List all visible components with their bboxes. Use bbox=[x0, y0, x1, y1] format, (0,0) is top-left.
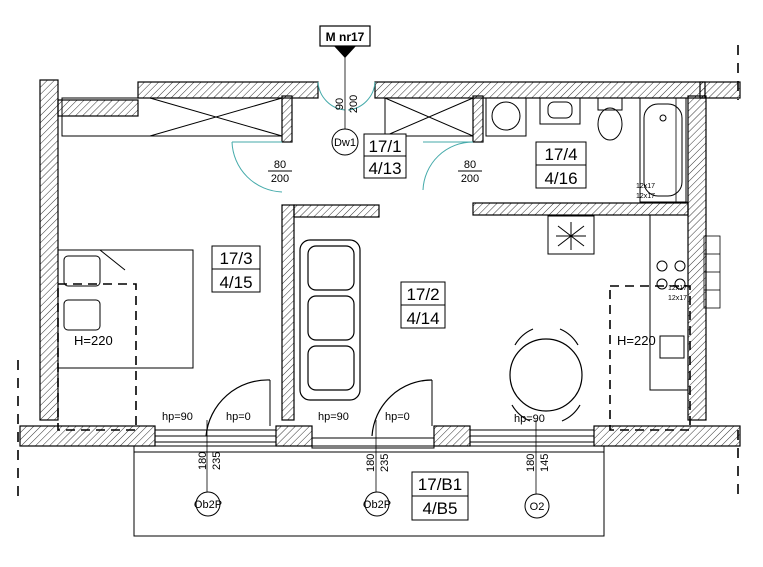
entry-door-code: Dw1 bbox=[334, 137, 356, 149]
room-labels: 17/1 4/13 17/2 4/14 17/3 4/15 17/4 4/16 … bbox=[211, 133, 587, 521]
vent-label-a: 12x17 bbox=[636, 183, 655, 190]
bedroom-door-height: 200 bbox=[271, 173, 289, 185]
windows bbox=[154, 429, 595, 449]
room-id-17-3: 17/3 bbox=[219, 249, 252, 268]
vent-labels: 12x17 12x17 12x17 12x17 bbox=[636, 183, 687, 302]
entry-door-height: 200 bbox=[348, 95, 360, 113]
window3-height: 145 bbox=[539, 454, 551, 472]
sill-labels: hp=90 hp=0 hp=90 hp=0 hp=90 bbox=[162, 411, 545, 425]
bathroom-door-width: 80 bbox=[464, 159, 476, 171]
sill-hp90-c: hp=90 bbox=[514, 413, 545, 425]
height-zones bbox=[57, 283, 691, 431]
door-labels: 90 200 Dw1 80 200 80 200 bbox=[268, 95, 482, 185]
window1-code: Ob2P bbox=[194, 499, 222, 511]
sofa bbox=[299, 239, 361, 401]
window2-width: 180 bbox=[365, 454, 377, 472]
doors bbox=[205, 81, 474, 437]
window1-height: 235 bbox=[211, 452, 223, 470]
window3-width: 180 bbox=[525, 454, 537, 472]
bathroom-door-height: 200 bbox=[461, 173, 479, 185]
dining-table bbox=[509, 328, 583, 422]
vent-label-c: 12x17 bbox=[668, 285, 687, 292]
room-area-17-4: 4/16 bbox=[544, 169, 577, 188]
window-dims: 180 235 180 235 180 145 bbox=[197, 452, 551, 472]
window2-code: Ob2P bbox=[363, 499, 391, 511]
bedroom-door-width: 80 bbox=[274, 159, 286, 171]
bathroom-fixtures bbox=[485, 97, 687, 203]
walls bbox=[19, 79, 741, 447]
dim-lines bbox=[206, 40, 537, 500]
room-id-17-1: 17/1 bbox=[368, 137, 401, 156]
height-right: H=220 bbox=[617, 333, 656, 348]
unit-tag-label: M nr17 bbox=[326, 30, 365, 44]
height-left: H=220 bbox=[74, 333, 113, 348]
unit-tag: M nr17 bbox=[319, 25, 371, 58]
sill-hp90-b: hp=90 bbox=[318, 411, 349, 423]
sill-hp0-a: hp=0 bbox=[226, 411, 251, 423]
room-id-17-4: 17/4 bbox=[544, 145, 577, 164]
window-codes: Ob2P Ob2P O2 bbox=[194, 491, 550, 519]
vent-shafts bbox=[675, 97, 721, 309]
kitchen bbox=[547, 214, 689, 391]
room-id-17-b1: 17/B1 bbox=[418, 475, 462, 494]
window2-height: 235 bbox=[379, 454, 391, 472]
axis-lines bbox=[17, 45, 739, 500]
window1-width: 180 bbox=[197, 452, 209, 470]
closets bbox=[61, 97, 474, 137]
height-labels: H=220 H=220 bbox=[74, 333, 656, 348]
room-area-17-2: 4/14 bbox=[406, 309, 439, 328]
sill-hp0-b: hp=0 bbox=[385, 411, 410, 423]
vent-label-d: 12x17 bbox=[668, 295, 687, 302]
entry-door-width: 90 bbox=[334, 98, 346, 110]
window3-code: O2 bbox=[530, 501, 545, 513]
room-id-17-2: 17/2 bbox=[406, 285, 439, 304]
sill-hp90-a: hp=90 bbox=[162, 411, 193, 423]
room-area-17-1: 4/13 bbox=[368, 159, 401, 178]
vent-label-b: 12x17 bbox=[636, 193, 655, 200]
room-area-17-b1: 4/B5 bbox=[423, 499, 458, 518]
bed bbox=[57, 249, 194, 369]
balcony bbox=[133, 445, 605, 537]
room-area-17-3: 4/15 bbox=[219, 273, 252, 292]
